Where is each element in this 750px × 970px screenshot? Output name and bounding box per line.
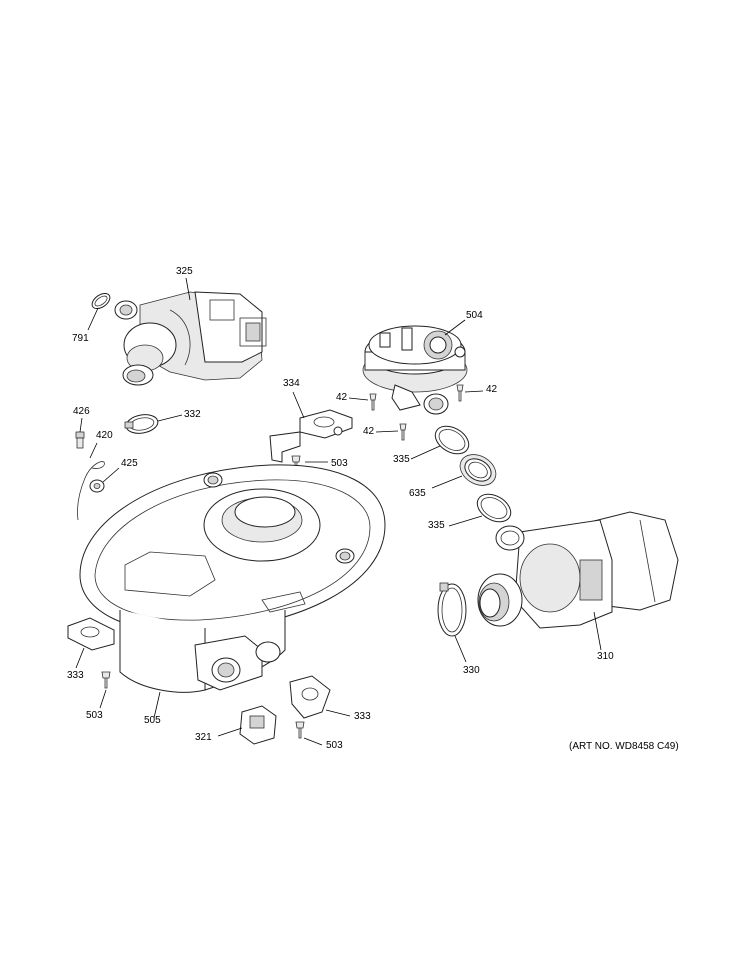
callout-42-lower: 42: [363, 426, 375, 437]
wire-tie-420: [77, 461, 105, 521]
callout-791: 791: [72, 333, 89, 344]
screw-42: [369, 384, 464, 441]
callout-42-left: 42: [336, 392, 348, 403]
callout-335-upper: 335: [393, 454, 410, 465]
clamp-330: [437, 582, 467, 637]
callout-321: 321: [195, 732, 212, 743]
callout-425: 425: [121, 458, 138, 469]
bracket-334: [269, 409, 353, 463]
bracket-333-left: [67, 617, 115, 651]
sump-505: [79, 464, 386, 693]
callout-310: 310: [597, 651, 614, 662]
callout-332: 332: [184, 409, 201, 420]
callout-335-lower: 335: [428, 520, 445, 531]
callout-635: 635: [409, 488, 426, 499]
manifold-504: [362, 325, 468, 415]
drain-pump-assembly-325: [114, 291, 267, 386]
callout-505: 505: [144, 715, 161, 726]
screw-426: [75, 431, 85, 449]
callout-330: 330: [463, 665, 480, 676]
callout-334: 334: [283, 378, 300, 389]
clamp-335-lower: [476, 493, 512, 523]
callout-333-left: 333: [67, 670, 84, 681]
circulation-pump-310: [477, 511, 679, 629]
clamp-335-upper: [434, 425, 470, 455]
screw-503-bottom: [295, 721, 305, 739]
callout-503-bottom: 503: [326, 740, 343, 751]
callout-333-right: 333: [354, 711, 371, 722]
callout-504: 504: [466, 310, 483, 321]
sensor-321: [239, 705, 277, 745]
bracket-333-right: [289, 675, 331, 719]
callout-325: 325: [176, 266, 193, 277]
callout-503-top: 503: [331, 458, 348, 469]
clamp-332: [124, 414, 159, 434]
o-ring-791: [91, 292, 111, 310]
leader-lines: [75, 277, 602, 746]
art-number: (ART NO. WD8458 C49): [569, 741, 679, 752]
hose-635: [459, 454, 497, 486]
callout-420: 420: [96, 430, 113, 441]
callout-503-left: 503: [86, 710, 103, 721]
grommet-425: [89, 479, 105, 493]
screw-503-left: [101, 671, 111, 689]
callout-426: 426: [73, 406, 90, 417]
callout-42-right: 42: [486, 384, 498, 395]
